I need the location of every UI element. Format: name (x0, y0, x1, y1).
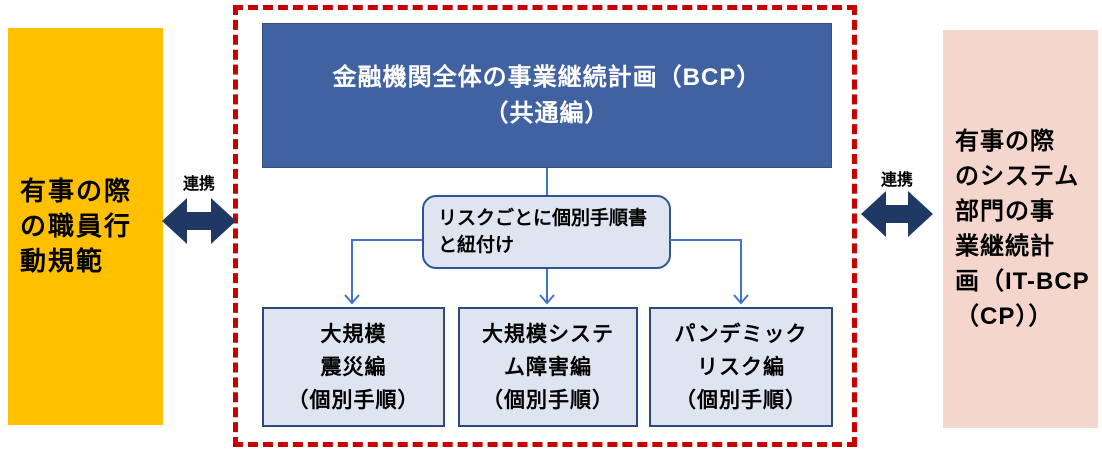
overall-bcp-box: 金融機関全体の事業継続計画（BCP） （共通編） (262, 23, 832, 168)
it-bcp-line: 部門の事 (955, 198, 1055, 225)
sub-plan-line: 震災編 (320, 355, 387, 379)
sub-plan-line: （個別手順） (287, 388, 420, 412)
overall-bcp-subtitle: （共通編） (484, 99, 610, 127)
sub-plan-line: 大規模システ (482, 322, 614, 346)
right-link-label: 連携 (880, 172, 913, 189)
staff-conduct-line: 有事の際 (20, 176, 133, 206)
sub-plan-box-pandemic: パンデミック リスク編 （個別手順） (649, 307, 833, 427)
double-arrow-icon (861, 191, 933, 237)
risk-procedure-line: リスクごとに個別手順書 (438, 208, 648, 229)
risk-procedure-line: と紐付け (438, 235, 515, 256)
sub-plan-line: （個別手順） (675, 388, 807, 412)
sub-plan-box-system-failure: 大規模システ ム障害編 （個別手順） (458, 307, 638, 427)
sub-plan-line: ム障害編 (504, 355, 592, 379)
it-bcp-box: 有事の際 のシステム 部門の事 業継続計 画（IT-BCP （CP）） (943, 30, 1098, 428)
left-link-label: 連携 (182, 176, 215, 193)
it-bcp-line: 画（IT-BCP (955, 268, 1090, 295)
it-bcp-line: （CP）） (955, 303, 1054, 330)
sub-plan-line: リスク編 (697, 355, 785, 379)
overall-bcp-title: 金融機関全体の事業継続計画（BCP） (332, 63, 762, 91)
it-bcp-line: 有事の際 (955, 128, 1055, 155)
sub-plan-line: 大規模 (320, 322, 387, 346)
it-bcp-line: 業継続計 (955, 233, 1055, 260)
staff-conduct-line: の職員行 (20, 211, 133, 241)
it-bcp-line: のシステム (955, 163, 1080, 190)
staff-conduct-line: 動規範 (20, 246, 105, 276)
double-arrow-icon (162, 198, 236, 244)
sub-plan-line: パンデミック (674, 322, 808, 346)
sub-plan-box-earthquake: 大規模 震災編 （個別手順） (262, 307, 445, 427)
sub-plan-line: （個別手順） (482, 388, 614, 412)
staff-conduct-box: 有事の際 の職員行 動規範 (8, 28, 163, 425)
risk-procedure-link-box: リスクごとに個別手順書 と紐付け (422, 195, 671, 269)
